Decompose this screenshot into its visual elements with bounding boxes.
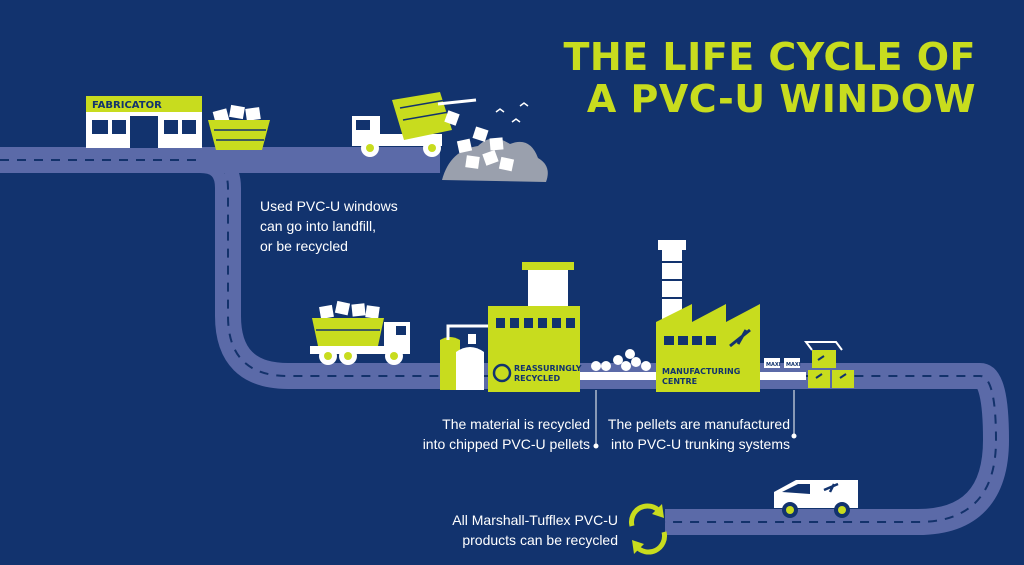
caption-trunking-line-1: The pellets are manufactured bbox=[607, 416, 790, 432]
recycled-label-line2: RECYCLED bbox=[514, 374, 560, 383]
page-title: THE LIFE CYCLE OF A PVC-U WINDOW bbox=[516, 36, 976, 120]
skip-icon bbox=[208, 104, 270, 150]
title-line-2: A PVC-U WINDOW bbox=[586, 77, 976, 121]
boxes-icon bbox=[804, 341, 854, 388]
recycled-badge-icon bbox=[492, 363, 512, 383]
fabricator-sign: FABRICATOR bbox=[92, 100, 162, 111]
pellets-icon bbox=[580, 349, 660, 380]
tipper-truck-icon bbox=[352, 92, 477, 157]
factory-icon: MANUFACTURING CENTRE MAXI MAXI bbox=[656, 240, 806, 392]
caption-trunking: The pellets are manufactured into PVC-U … bbox=[604, 414, 790, 454]
caption-final-line-1: All Marshall-Tufflex PVC-U bbox=[452, 512, 618, 528]
recycled-label-line1: REASSURINGLY bbox=[514, 364, 582, 373]
road bbox=[0, 147, 1009, 535]
caption-landfill-line-1: Used PVC-U windows bbox=[260, 198, 398, 214]
manufacturing-label-line1: MANUFACTURING bbox=[662, 367, 740, 376]
caption-landfill-line-3: or be recycled bbox=[260, 238, 348, 254]
caption-pellets: The material is recycled into chipped PV… bbox=[404, 414, 590, 454]
maxi-tag-2: MAXI bbox=[786, 362, 801, 368]
maxi-tag-1: MAXI bbox=[766, 362, 781, 368]
callout-leaders bbox=[593, 390, 797, 449]
caption-landfill: Used PVC-U windows can go into landfill,… bbox=[260, 196, 398, 256]
shop-icon: FABRICATOR bbox=[86, 96, 202, 148]
van-icon bbox=[774, 480, 858, 518]
skip-truck-icon bbox=[310, 300, 410, 365]
title-line-1: THE LIFE CYCLE OF bbox=[563, 35, 976, 79]
manufacturing-label-line2: CENTRE bbox=[662, 377, 697, 386]
caption-pellets-line-1: The material is recycled bbox=[442, 416, 590, 432]
landfill-heap-icon bbox=[442, 102, 548, 182]
caption-final: All Marshall-Tufflex PVC-U products can … bbox=[432, 510, 618, 550]
caption-pellets-line-2: into chipped PVC-U pellets bbox=[422, 436, 590, 452]
caption-trunking-line-2: into PVC-U trunking systems bbox=[611, 436, 790, 452]
silo-icon bbox=[440, 324, 488, 390]
caption-final-line-2: products can be recycled bbox=[462, 532, 618, 548]
recycling-plant-icon: REASSURINGLY RECYCLED bbox=[488, 262, 582, 392]
caption-landfill-line-2: can go into landfill, bbox=[260, 218, 376, 234]
recycle-icon bbox=[629, 503, 667, 555]
